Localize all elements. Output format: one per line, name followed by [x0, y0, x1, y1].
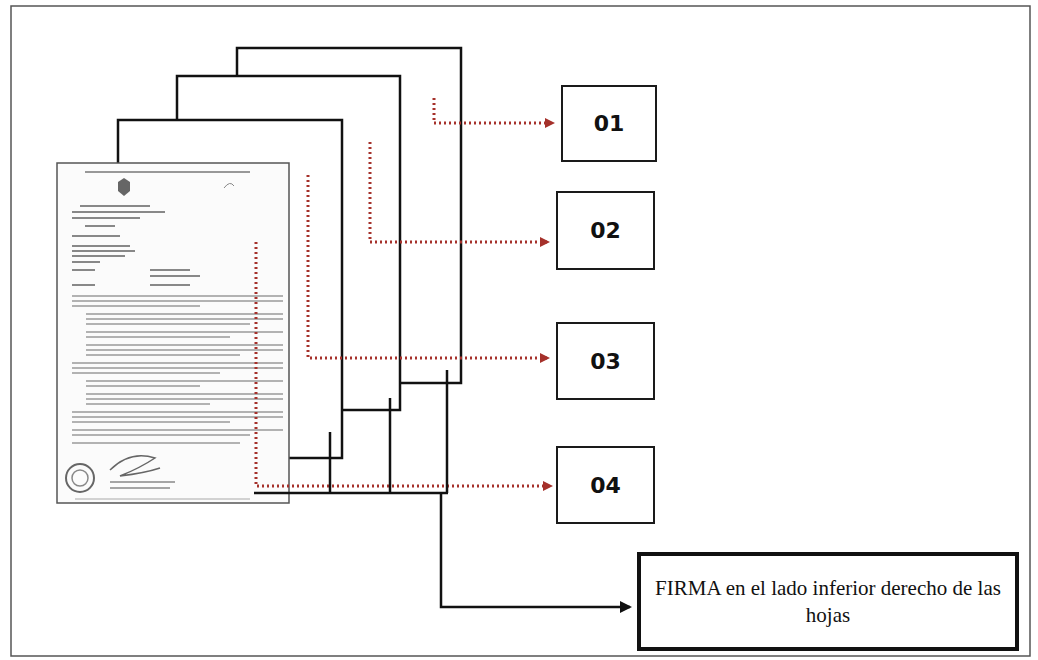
callout-box: 04	[556, 446, 655, 524]
callout-number: 02	[590, 218, 621, 243]
callout-box: 02	[556, 191, 655, 270]
note-box: FIRMA en el lado inferior derecho de las…	[637, 552, 1019, 651]
callout-number: 04	[590, 473, 621, 498]
callout-number: 03	[590, 349, 621, 374]
scanned-document	[57, 163, 289, 503]
callout-number: 01	[594, 111, 625, 136]
note-text: FIRMA en el lado inferior derecho de las…	[655, 575, 1001, 628]
callout-box: 01	[561, 85, 657, 162]
outer-frame	[11, 6, 1030, 656]
page-pointer	[256, 98, 553, 486]
callout-box: 03	[556, 322, 655, 400]
